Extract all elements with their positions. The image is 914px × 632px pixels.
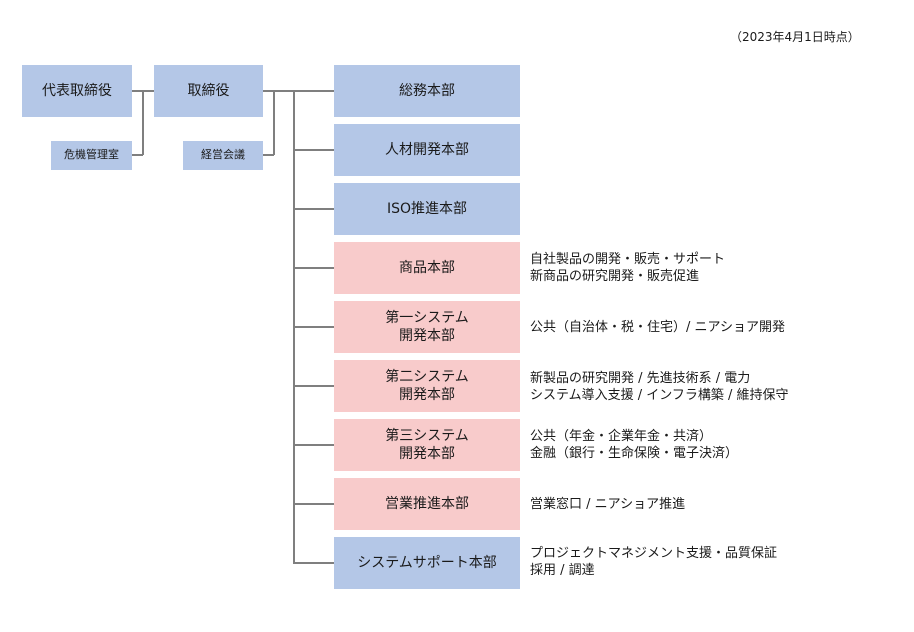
board-box: 取締役 xyxy=(154,65,263,117)
department-description: 公共（年金・企業年金・共済） 金融（銀行・生命保険・電子決済） xyxy=(530,428,900,462)
president-box: 代表取締役 xyxy=(22,65,132,117)
description-line: 公共（自治体・税・住宅）/ ニアショア開発 xyxy=(530,320,785,335)
description-line: 採用 / 調達 xyxy=(530,563,595,578)
board-label: 取締役 xyxy=(187,82,230,99)
description-line: 公共（年金・企業年金・共済） xyxy=(530,429,713,444)
description-line: 自社製品の開発・販売・サポート xyxy=(530,252,726,267)
description-line: 新商品の研究開発・販売促進 xyxy=(530,269,700,284)
crisis-office-label: 危機管理室 xyxy=(64,148,119,162)
department-box: 人材開発本部 xyxy=(334,124,520,176)
department-name-line: 第一システム xyxy=(385,309,469,326)
department-box: 営業推進本部 xyxy=(334,478,520,530)
department-box: システムサポート本部 xyxy=(334,537,520,589)
department-name-line: 商品本部 xyxy=(399,259,455,276)
description-line: システム導入支援 / インフラ構築 / 維持保守 xyxy=(530,388,789,403)
department-name-line: 開発本部 xyxy=(399,328,455,344)
department-name-line: ISO推進本部 xyxy=(386,200,468,217)
description-line: 新製品の研究開発 / 先進技術系 / 電力 xyxy=(530,371,751,386)
description-line: 金融（銀行・生命保険・電子決済） xyxy=(530,446,739,461)
as-of-date: （2023年4月1日時点） xyxy=(730,30,860,44)
department-name-line: 第三システム xyxy=(385,427,469,444)
department-box: 第一システム 開発本部 xyxy=(334,301,520,353)
department-name-line: システムサポート本部 xyxy=(357,554,497,571)
department-box: 第三システム 開発本部 xyxy=(334,419,520,471)
department-description: 自社製品の開発・販売・サポート 新商品の研究開発・販売促進 xyxy=(530,251,900,285)
department-description: プロジェクトマネジメント支援・品質保証 採用 / 調達 xyxy=(530,545,900,579)
description-line: 営業窓口 / ニアショア推進 xyxy=(530,497,686,512)
department-description: 営業窓口 / ニアショア推進 xyxy=(530,496,900,513)
department-name-line: 第二システム xyxy=(385,368,469,385)
department-description: 新製品の研究開発 / 先進技術系 / 電力 システム導入支援 / インフラ構築 … xyxy=(530,370,900,404)
department-description: 公共（自治体・税・住宅）/ ニアショア開発 xyxy=(530,319,900,336)
management-meeting-label: 経営会議 xyxy=(201,148,245,162)
department-name-line: 総務本部 xyxy=(399,82,455,99)
department-box: 総務本部 xyxy=(334,65,520,117)
president-label: 代表取締役 xyxy=(42,82,112,99)
department-box: 商品本部 xyxy=(334,242,520,294)
department-name-line: 開発本部 xyxy=(399,387,455,403)
department-box: ISO推進本部 xyxy=(334,183,520,235)
department-name-line: 人材開発本部 xyxy=(385,141,469,158)
management-meeting-box: 経営会議 xyxy=(183,141,263,170)
department-name-line: 営業推進本部 xyxy=(385,495,469,512)
department-box: 第二システム 開発本部 xyxy=(334,360,520,412)
description-line: プロジェクトマネジメント支援・品質保証 xyxy=(530,546,778,561)
crisis-office-box: 危機管理室 xyxy=(51,141,132,170)
department-name-line: 開発本部 xyxy=(399,446,455,462)
